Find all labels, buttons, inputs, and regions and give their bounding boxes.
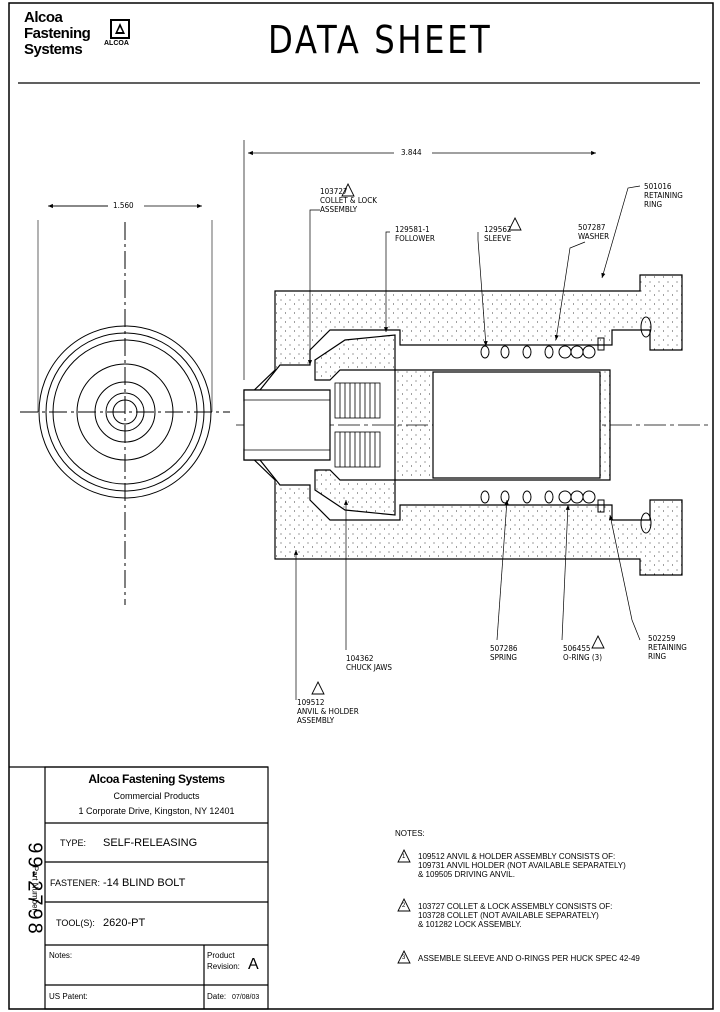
company-name: Alcoa Fastening Systems [88,772,225,786]
type-label: TYPE: [60,838,87,848]
sheet-border [8,2,714,1010]
title-block-frame [9,766,269,1010]
note-2-number: 2 [402,903,406,909]
callout-spring: 507286 SPRING [490,644,518,662]
callout-washer: 507287 WASHER [578,223,610,241]
revision-label-2: Revision: [207,962,240,971]
part-number-label: Part Number [30,865,40,912]
callout-anvil-holder: 109512 ANVIL & HOLDER ASSEMBLY [297,698,359,725]
callout-o-ring: 506455 O-RING (3) [563,644,603,662]
type-value: SELF-RELEASING [103,837,198,849]
revision-value: A [248,956,259,973]
notes-markers [397,848,411,964]
division-name: Commercial Products [113,791,200,801]
callout-sleeve: 129562 SLEEVE [484,225,512,243]
logo-line-2: Fastening [24,25,91,42]
fastener-value: -14 BLIND BOLT [103,877,186,889]
tools-label: TOOL(S): [56,918,95,928]
note-2: 103727 COLLET & LOCK ASSEMBLY CONSISTS O… [418,902,613,929]
logo-mark-text: ALCOA [104,40,129,47]
logo-line-1: Alcoa [24,9,63,26]
notes-field-label: Notes: [49,951,73,960]
date-label: Date: [207,992,227,1001]
page-title: DATA SHEET [268,18,493,62]
callout-collet-lock: 103727 COLLET & LOCK ASSEMBLY [320,187,377,214]
callout-note-markers [311,182,605,695]
overall-length-label: 3.844 [401,148,422,157]
date-value: 07/08/03 [232,994,260,1001]
revision-label-1: Product [207,951,235,960]
callout-follower: 129581-1 FOLLOWER [395,225,435,243]
notes-heading: NOTES: [395,829,425,838]
overall-length-dimension [243,140,596,380]
note-3: ASSEMBLE SLEEVE AND O-RINGS PER HUCK SPE… [418,954,640,963]
callout-retaining-ring-bottom: 502259 RETAINING RING [648,634,687,661]
company-address: 1 Corporate Drive, Kingston, NY 12401 [78,806,235,816]
note-1: 109512 ANVIL & HOLDER ASSEMBLY CONSISTS … [418,852,626,879]
fastener-label: FASTENER: [50,878,101,888]
callout-retaining-ring-top: 501016 RETAINING RING [644,182,683,209]
end-view [20,203,230,605]
leader-lines [293,185,641,700]
note-3-number: 3 [402,955,406,961]
note-1-number: 1 [402,854,406,860]
us-patent-label: US Patent: [49,992,88,1001]
logo-line-3: Systems [24,41,83,58]
diameter-label: 1.560 [113,201,134,210]
callout-chuck-jaws: 104362 CHUCK JAWS [346,654,392,672]
alcoa-logo-icon [110,19,130,39]
section-view [236,274,710,576]
company-logo-text: Alcoa Fastening Systems [24,9,91,58]
tools-value: 2620-PT [103,917,146,929]
